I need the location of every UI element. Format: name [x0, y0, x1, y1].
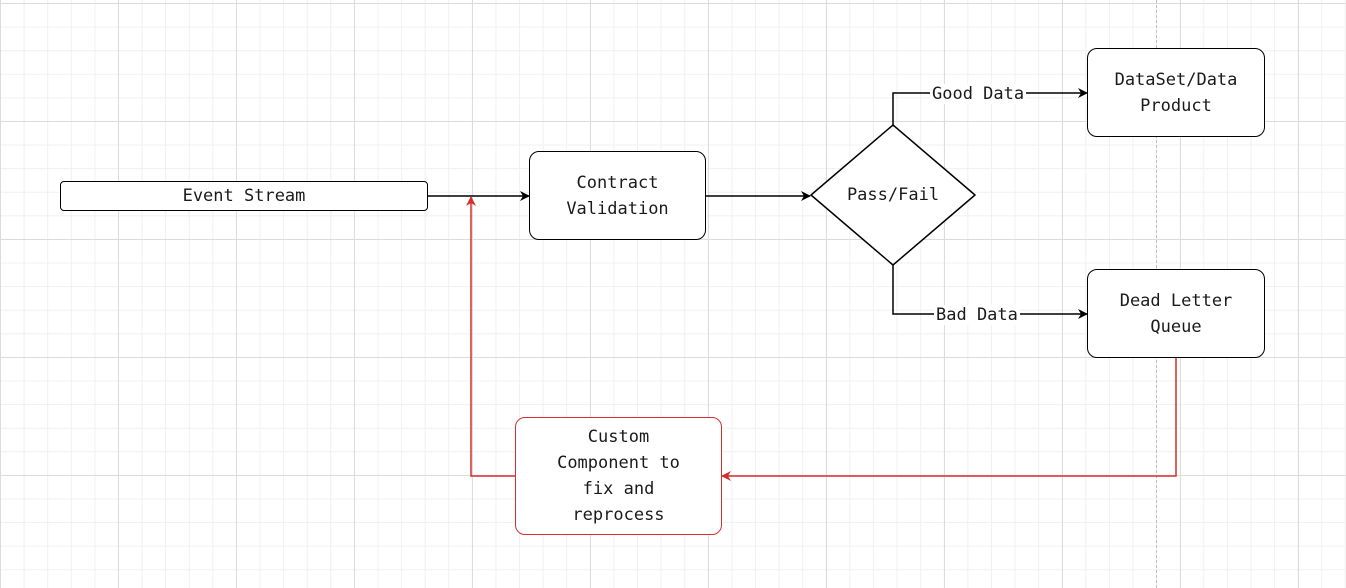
edge-custom-to-stream[interactable]	[466, 196, 515, 477]
edge-dlq-to-custom[interactable]	[721, 358, 1177, 481]
bad-data-label: Bad Data	[934, 305, 1020, 325]
event-stream-label: Event Stream	[182, 186, 306, 206]
pass-fail-label: Pass/Fail	[846, 185, 940, 205]
custom-component-node[interactable]: Custom Component to fix and reprocess	[515, 417, 722, 535]
contract-validation-node[interactable]: Contract Validation	[529, 151, 706, 240]
dead-letter-queue-node[interactable]: Dead Letter Queue	[1087, 269, 1265, 358]
edge-bad-data[interactable]	[892, 265, 1088, 319]
event-stream-node[interactable]: Event Stream	[60, 181, 428, 211]
custom-component-label: Custom Component to fix and reprocess	[557, 427, 680, 525]
dataset-product-node[interactable]: DataSet/Data Product	[1087, 48, 1265, 137]
decision-diamond[interactable]	[810, 124, 976, 266]
dead-letter-queue-label: Dead Letter Queue	[1119, 290, 1233, 337]
contract-validation-label: Contract Validation	[566, 172, 669, 219]
good-data-label: Good Data	[930, 84, 1027, 104]
pass-fail-label-wrap: Pass/Fail	[815, 180, 971, 210]
dataset-product-label: DataSet/Data Product	[1114, 69, 1238, 116]
